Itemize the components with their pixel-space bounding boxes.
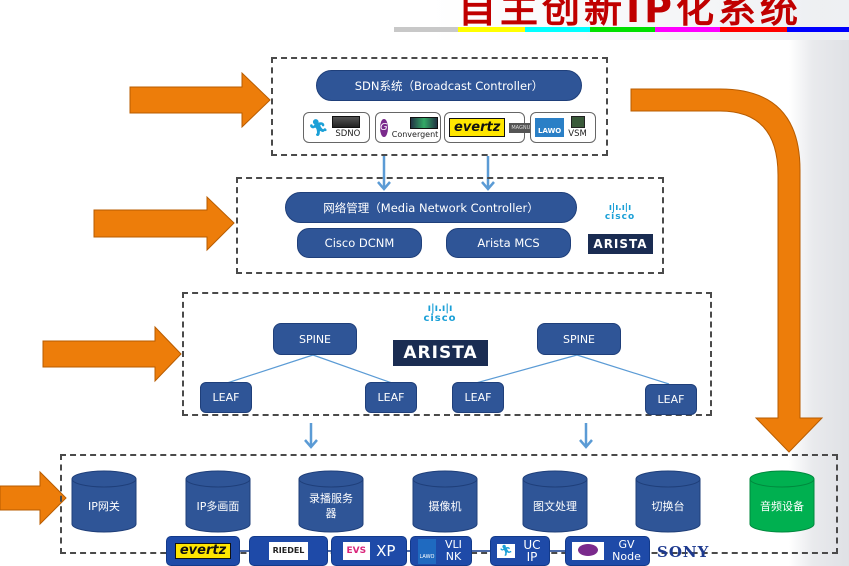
device-cylinder[interactable]: 图文处理 [522,470,588,533]
vendor-evs-xp: EVS XP [331,536,407,566]
vendor-evertz: evertz MAGNUM [444,112,537,143]
device-cylinder[interactable]: 切换台 [635,470,701,533]
cylinder-shape [522,470,588,533]
device-image [570,116,585,128]
device-label: 音频设备 [760,499,804,513]
link-arrow [304,156,593,449]
cylinder-shape [298,470,364,533]
device-label: 图文处理 [533,499,577,513]
device-cylinder[interactable]: IP网关 [71,470,137,533]
layer-spine-leaf [182,292,712,416]
vendor-label: Convergent [391,129,439,139]
orange-arrow-layer3 [42,325,182,383]
orange-curved-arrow [630,88,824,453]
riedel-logo: RIEDEL [268,542,309,560]
arista-logo: ARISTA [588,234,653,254]
grassvalley-icon [571,542,604,560]
evertz-logo: evertz [174,543,232,559]
color-bar-segment [787,27,849,32]
vendor-label: VLI NK [445,538,462,563]
color-bar-segment [655,27,720,32]
evs-logo: EVS [342,542,371,560]
color-bar-segment [458,27,525,32]
orange-arrow-layer1 [129,71,271,129]
cisco-dcnm-node[interactable]: Cisco DCNM [297,228,422,258]
cylinder-shape [185,470,251,533]
grassvalley-icon: G [380,118,388,137]
orange-arrow-layer4 [0,470,67,526]
spine-leaf-links [226,354,670,385]
device-cylinder[interactable]: 录播服务器 [298,470,364,533]
media-network-controller-node[interactable]: 网络管理（Media Network Controller） [285,192,577,223]
vendor-label: GV Node [612,538,641,563]
device-label: IP多画面 [196,499,240,513]
orange-arrow-layer2 [93,195,235,252]
sony-logo: SONY [657,543,710,561]
vendor-sdno: 🏃︎ SDNO [303,112,370,143]
cisco-logo: ı|ı.ı|ı cisco [604,203,636,222]
spine-node[interactable]: SPINE [537,323,621,355]
evertz-logo: evertz [449,118,506,137]
arista-logo: ARISTA [393,340,488,366]
vendor-label: XP [376,542,396,560]
leaf-node[interactable]: LEAF [452,382,504,413]
sobey-runner-icon: 🏃︎ [308,118,329,137]
lawo-logo: LAWO [535,118,565,137]
cylinder-shape [71,470,137,533]
cisco-logo: ı|ı.ı|ı cisco [423,303,457,324]
vendor-gv-node: GV Node [565,536,650,566]
vendor-label: SDNO [335,129,361,139]
cylinder-shape [412,470,478,533]
vendor-label: VSM [568,129,587,139]
color-bar-segment [394,27,458,32]
broadcast-controller-node[interactable]: SDN系统（Broadcast Controller） [316,70,582,101]
vendor-riedel: RIEDEL [249,536,328,566]
cylinder-shape [749,470,815,533]
device-cylinder[interactable]: 摄像机 [412,470,478,533]
vendor-lawo-vlink: LAWO VLI NK [410,536,472,566]
color-bar-segment [590,27,655,32]
lawo-logo: LAWO [417,538,437,564]
vendor-evertz: evertz [166,536,240,566]
vendor-sobey-ucip: 🏃︎ UC IP [490,536,550,566]
device-cylinder[interactable]: 音频设备 [749,470,815,533]
cylinder-shape [635,470,701,533]
leaf-node[interactable]: LEAF [365,382,417,413]
leaf-node[interactable]: LEAF [200,382,252,413]
device-image [410,116,439,129]
vendor-lawo-vsm: LAWO VSM [530,112,596,143]
color-bar-segment [720,27,787,32]
sobey-runner-icon: 🏃︎ [497,544,515,558]
spine-node[interactable]: SPINE [273,323,357,355]
layer-network-management [236,177,664,274]
magnum-device: MAGNUM [509,122,537,133]
background-texture-top [430,0,849,40]
arista-mcs-node[interactable]: Arista MCS [446,228,571,258]
leaf-node[interactable]: LEAF [645,384,697,415]
device-label: 切换台 [651,499,685,513]
device-label: 录播服务器 [309,492,353,520]
vendor-convergent: G Convergent [375,112,441,143]
device-cylinder[interactable]: IP多画面 [185,470,251,533]
device-label: 摄像机 [428,499,462,513]
layer-sdn-system [271,57,608,156]
color-bar-segment [525,27,590,32]
vendor-label: UC IP [523,538,541,564]
device-image [332,116,361,128]
device-label: IP网关 [88,499,120,513]
